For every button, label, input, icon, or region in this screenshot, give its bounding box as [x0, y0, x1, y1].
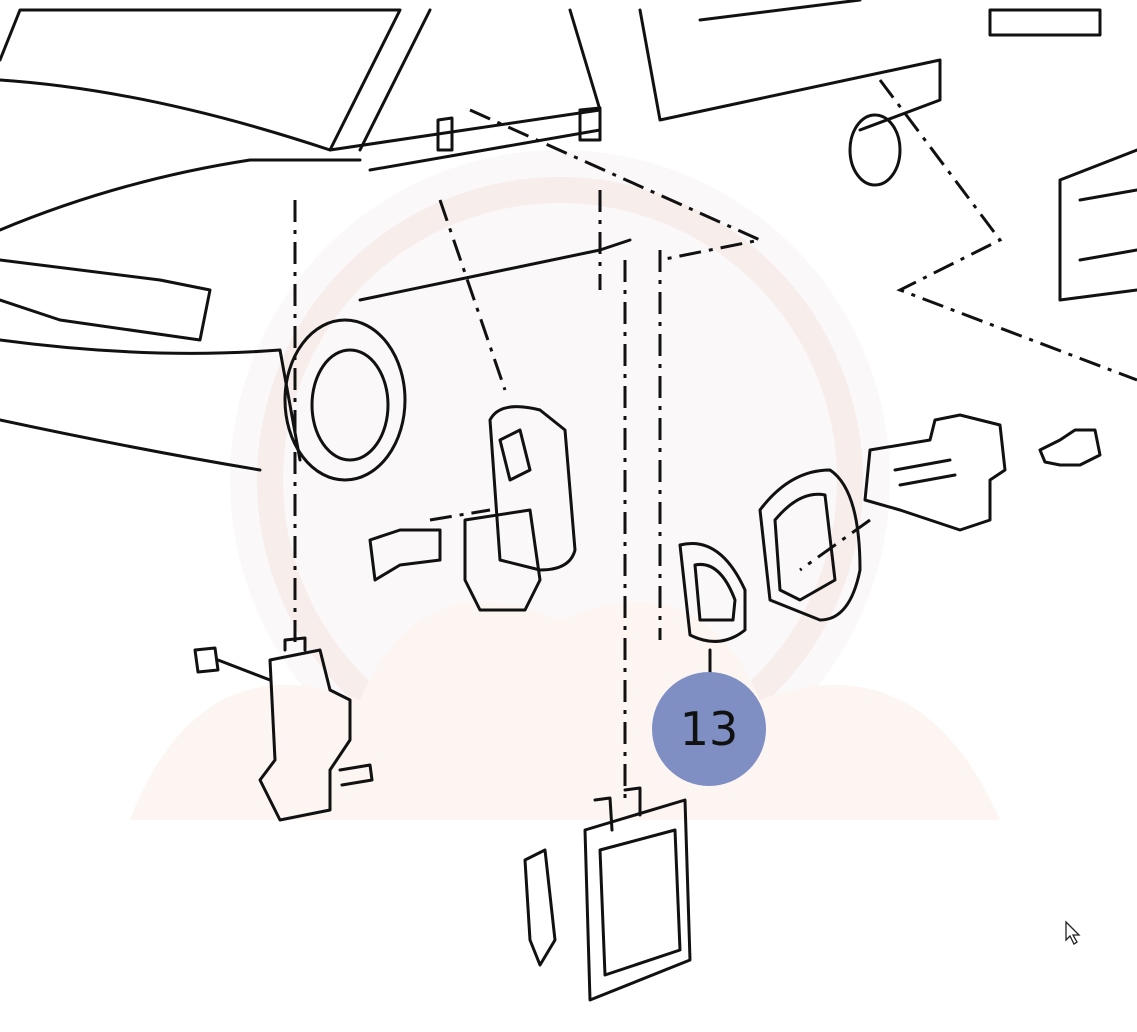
lock-housing [758, 468, 862, 622]
lock-cylinder [863, 413, 1102, 532]
watermark-logo [130, 150, 1000, 820]
callout-13[interactable]: 13 [652, 672, 766, 786]
courtesy-lamp-housing [368, 405, 577, 612]
interior-lamp [523, 786, 692, 1002]
door-switch [193, 636, 374, 822]
arrow-cursor-icon [1065, 920, 1081, 945]
gasket [678, 542, 747, 643]
vehicle-outline [0, 0, 1137, 482]
